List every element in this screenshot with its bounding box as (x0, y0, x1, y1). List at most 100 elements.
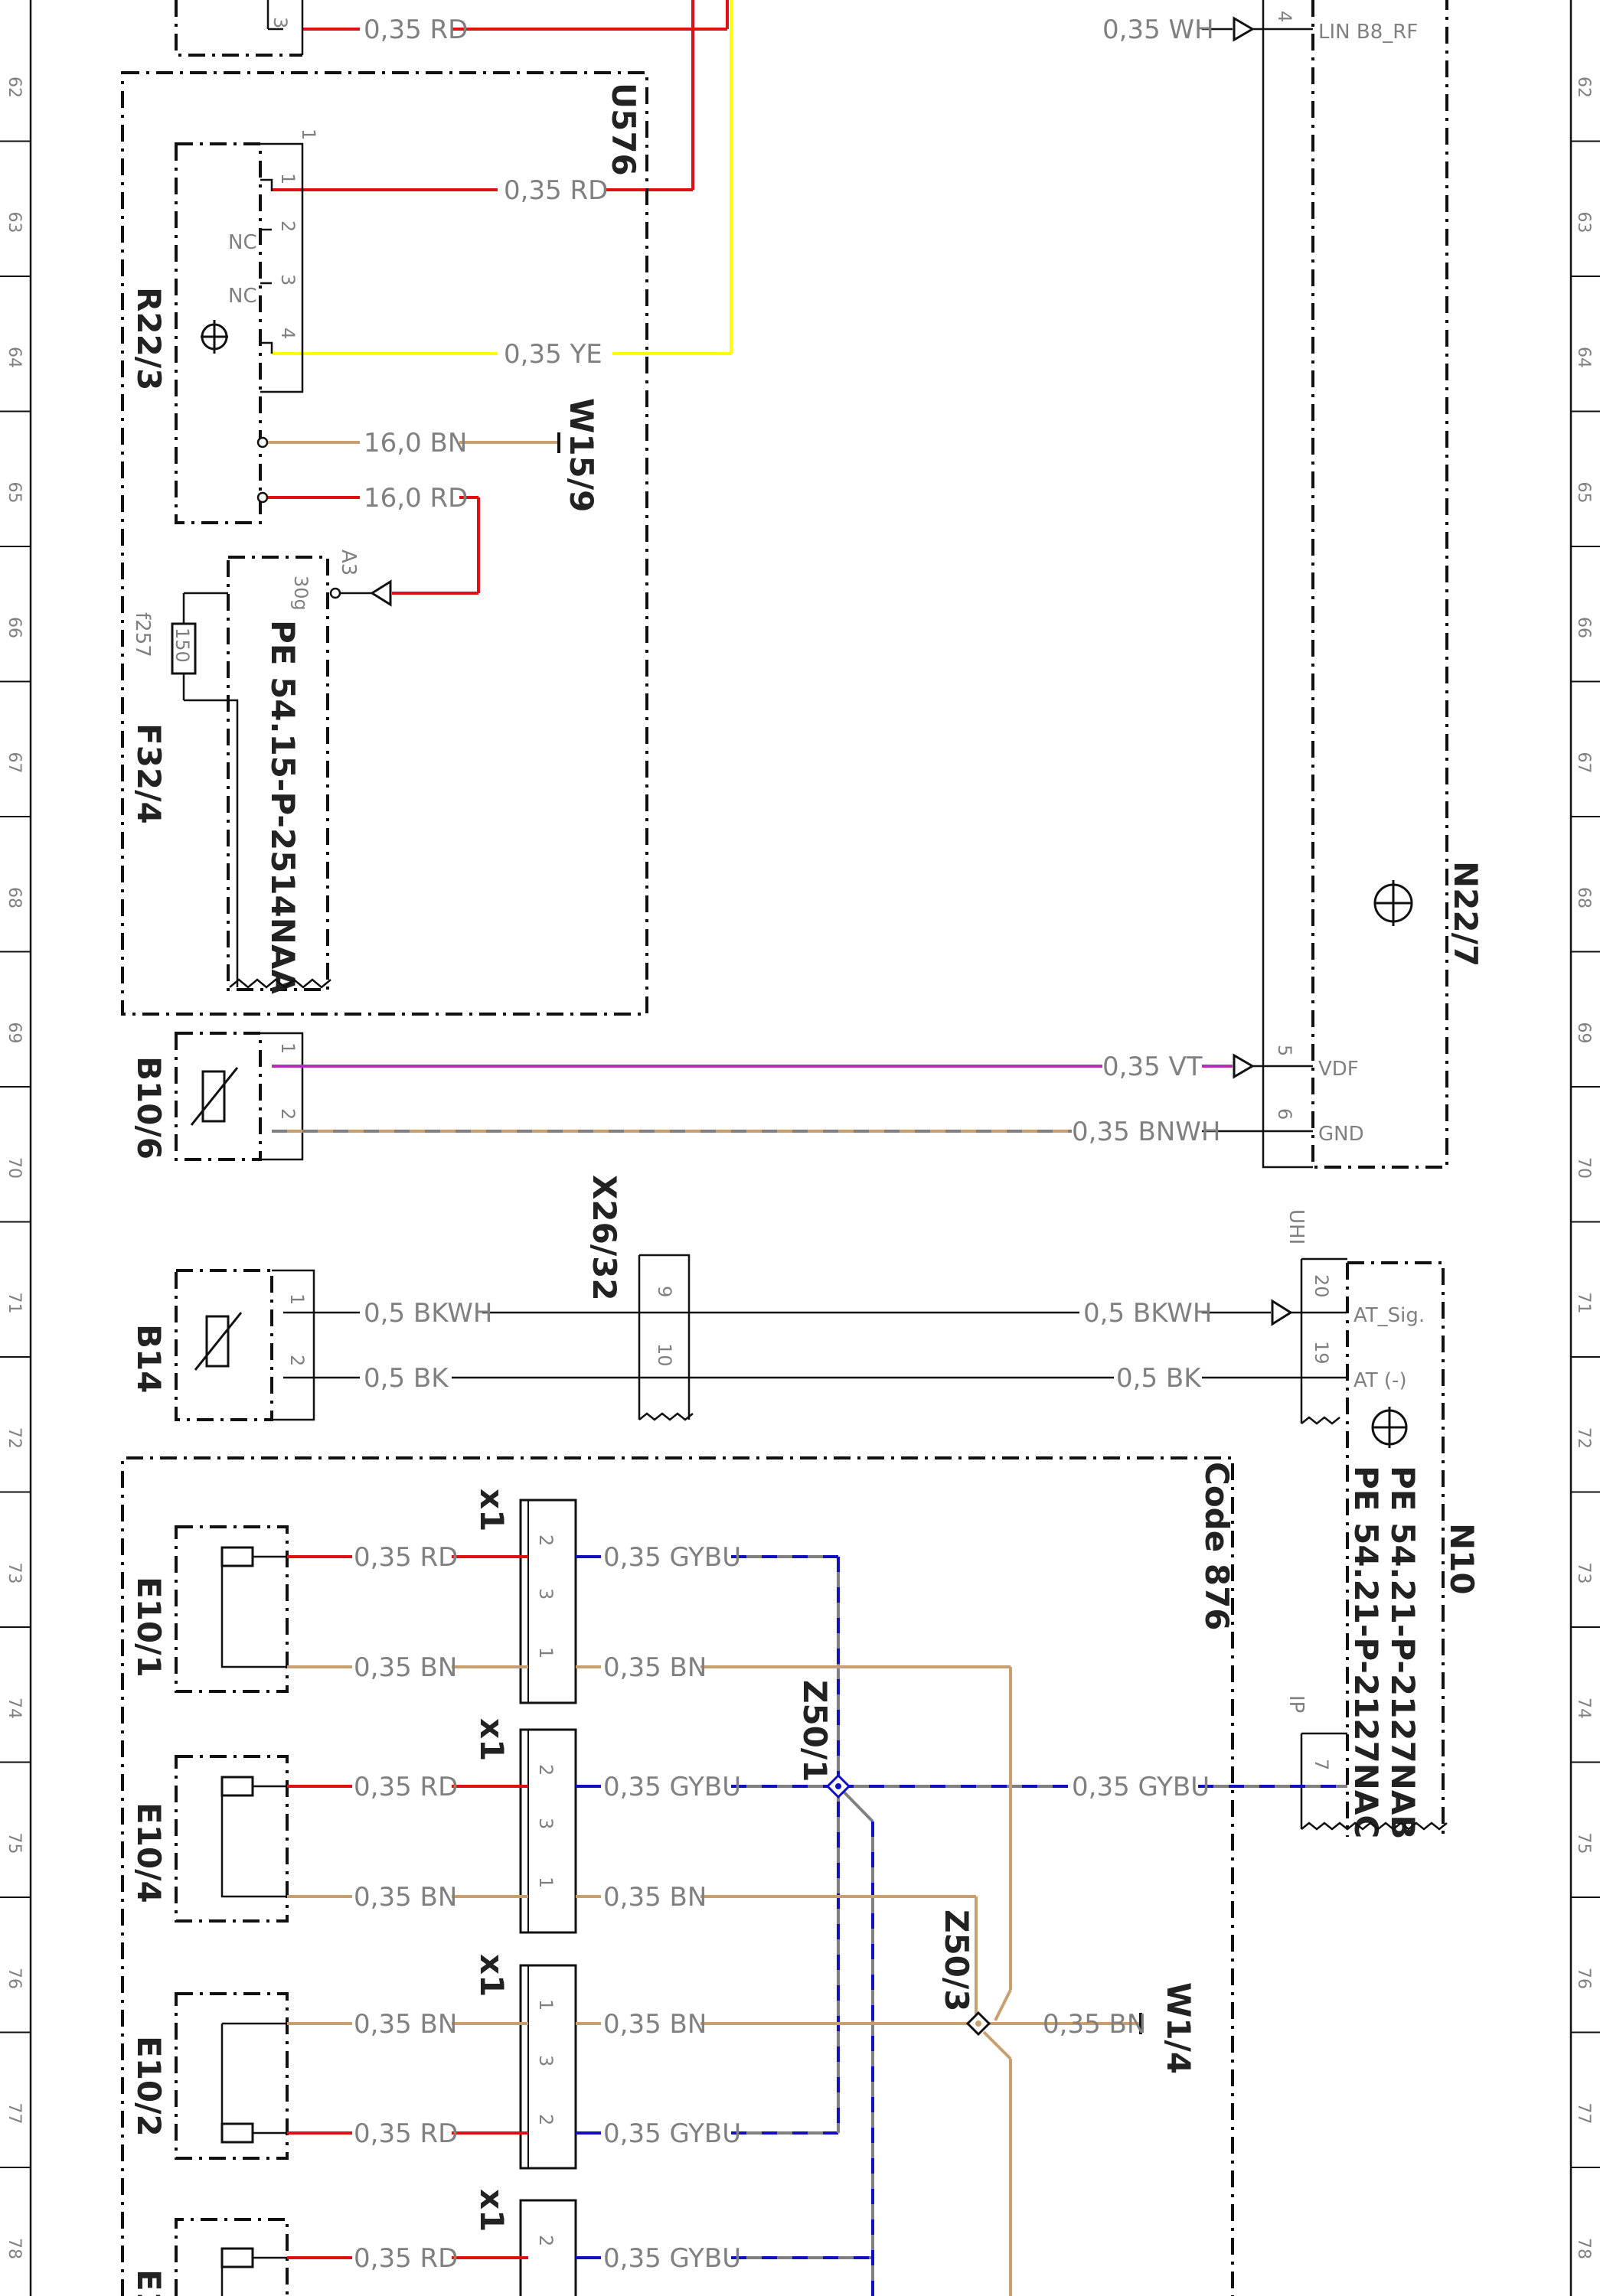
pin-label: 1 (535, 1647, 557, 1658)
wire-gybu-3: 0,35 GYBU (576, 2118, 838, 2149)
component-f32-4: A3 30g 150 f257 F32/4 PE 54.15-P-2514NAA (130, 550, 360, 994)
code-label: Code 876 (1198, 1462, 1236, 1631)
pin-label: 9 (654, 1286, 675, 1297)
wire-e10-2-bn: 0,35 BN (287, 2009, 528, 2040)
pin-label: 2 (277, 1108, 299, 1120)
wire-bk: 0,5 BK 0,5 BK (283, 1363, 1347, 1394)
grid-row-number: 63 (5, 212, 24, 233)
signal-label: VDF (1318, 1058, 1359, 1081)
wire-label: 0,35 RD (354, 1542, 458, 1573)
wire-label: 0,5 BKWH (364, 1298, 492, 1329)
pe-reference: PE 54.21-P-2127NAB (1384, 1466, 1422, 1839)
grid-row-number: 66 (5, 617, 24, 638)
component-label: W1/4 (1160, 1982, 1197, 2074)
grid-row-number: 67 (5, 752, 24, 774)
connector-x1-d: x1 2 (473, 2189, 577, 2296)
wire-e10-1-rd: 0,35 RD (287, 1542, 528, 1573)
wire-label: 0,35 YE (504, 339, 602, 370)
connector-label: x1 (473, 1718, 511, 1761)
component-label: E10/1 (130, 1577, 168, 1678)
nc-label: NC (228, 285, 257, 308)
wire-label: 0,35 BN (603, 2009, 707, 2040)
component-r22-3: R22/3 NC NC 1 1 2 3 4 (130, 129, 319, 524)
pin-label: 1 (535, 1999, 557, 2011)
pin-label: 1 (535, 1877, 557, 1888)
pin-label: 3 (535, 1818, 557, 1829)
wire-label: 0,35 RD (504, 175, 608, 206)
wire-label: 0,5 BK (364, 1363, 449, 1394)
component-label: N22/7 (1447, 861, 1484, 967)
component-e10-4: E10/4 (130, 1755, 289, 1923)
component-label: B10/6 (130, 1056, 168, 1159)
wire-gybu-4: 0,35 GYBU (576, 2243, 873, 2274)
grid-row-number: 65 (5, 482, 24, 504)
grid-row-number: 70 (1574, 1157, 1593, 1179)
wire-ye: 0,35 YE (272, 0, 733, 370)
splice-label: Z50/1 (796, 1680, 834, 1782)
wire-bkwh: 0,5 BKWH 0,5 BKWH (283, 1298, 1347, 1329)
grid-row-number: 69 (5, 1022, 24, 1044)
grid-row-number: 72 (1574, 1427, 1593, 1449)
component-label: B14 (130, 1324, 168, 1393)
pin-label: 20 (1311, 1274, 1332, 1298)
splice-z50-3: Z50/3 (938, 1910, 991, 2037)
component-label: N10 (1443, 1523, 1481, 1595)
pin-label: 3 (535, 2055, 557, 2066)
grid-row-number: 78 (1574, 2238, 1593, 2259)
pin-label: 1 (286, 1293, 308, 1305)
splice-z50-1: Z50/1 (796, 1680, 851, 1799)
wire-e10-4-bn: 0,35 BN (287, 1882, 528, 1913)
grid-row-number: 62 (5, 77, 24, 98)
wire-label: 0,35 GYBU (1072, 1772, 1210, 1802)
component-label: W15/9 (563, 398, 600, 512)
wire-label: 0,5 BKWH (1083, 1298, 1212, 1329)
grid-row-number: 71 (5, 1293, 24, 1314)
grid-rulers (29, 0, 1572, 2296)
component-b14: B14 1 2 (130, 1269, 315, 1421)
wire-bnwh: 0,35 BNWH 6 GND (272, 1108, 1364, 1147)
fuse-name: f257 (131, 612, 154, 657)
component-e10-1: E10/1 (130, 1525, 289, 1693)
pin-label: 1 (277, 173, 299, 184)
wire-rd-top: 0,35 RD 3 (269, 0, 729, 45)
component-label: E10/4 (130, 1802, 168, 1903)
wire-vt: 0,35 VT 5 VDF (272, 1045, 1359, 1082)
wire-e10-4-rd: 0,35 RD (287, 1772, 528, 1802)
grid-row-number: 74 (1574, 1698, 1593, 1719)
component-e10-2: E10/2 (130, 1992, 289, 2160)
component-label: F32/4 (130, 723, 168, 824)
connector-x1-b: x1 2 3 1 (473, 1718, 577, 1934)
module-n22-7: N22/7 (1262, 0, 1484, 1169)
wire-label: 0,35 BN (354, 2009, 457, 2040)
pin-label: 5 (1274, 1045, 1295, 1056)
wire-bn16: 16,0 BN W15/9 (268, 398, 600, 512)
component-e1x: E1 (130, 2218, 289, 2296)
wire-label: 0,5 BK (1116, 1363, 1202, 1394)
grid-row-number: 73 (5, 1563, 24, 1584)
grid-row-number: 76 (5, 1968, 24, 1989)
connector-x1-c: x1 1 3 2 (473, 1954, 577, 2170)
component-label: X26/32 (586, 1175, 623, 1301)
wire-label: 0,35 WH (1102, 15, 1214, 45)
component-label: U576 (605, 83, 642, 176)
grid-row-number: 67 (1574, 752, 1593, 774)
connector-x1-a: x1 2 3 1 (473, 1489, 577, 1704)
wire-e1x-rd: 0,35 RD (287, 2243, 528, 2274)
connector-label: x1 (473, 1954, 511, 1997)
wire-e10-2-rd: 0,35 RD (287, 2118, 528, 2149)
grid-row-number: 78 (5, 2238, 24, 2259)
wire-label: 0,35 BNWH (1072, 1117, 1220, 1147)
wire-gybu-2: 0,35 GYBU (576, 1772, 838, 1802)
component-label: E1 (130, 2269, 168, 2296)
grid-row-number: 64 (5, 347, 24, 368)
pe-reference: PE 54.21-P-2127NAC (1347, 1466, 1385, 1838)
wire-label: 0,35 GYBU (603, 2243, 741, 2274)
grid-row-number: 76 (1574, 1968, 1593, 1989)
grid-row-number: 75 (5, 1833, 24, 1854)
splice-label: Z50/3 (938, 1910, 975, 2011)
signal-label: LIN B8_RF (1318, 21, 1418, 44)
pin-label: 3 (535, 1588, 557, 1600)
grid-row-number: 62 (1574, 77, 1593, 98)
grid-row-number: 68 (1574, 887, 1593, 908)
connector-top (175, 0, 304, 57)
